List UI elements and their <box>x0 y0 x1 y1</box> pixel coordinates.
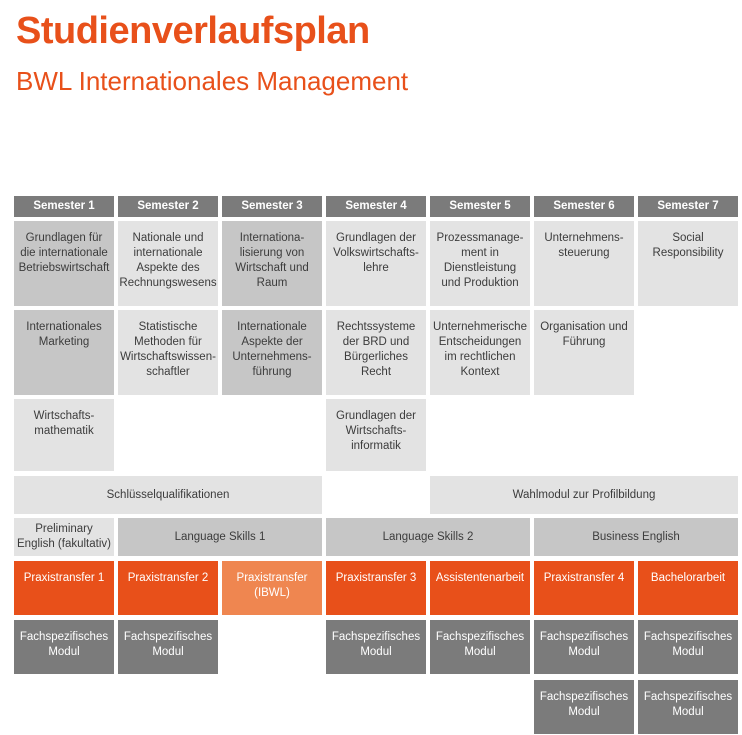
module-fachspezifisch-s4: Fachspezifisches Modul <box>326 620 426 674</box>
module-fachspezifisch-s7-b: Fachspezifisches Modul <box>638 680 738 734</box>
module-bachelorarbeit: Bachelorarbeit <box>638 561 738 615</box>
module-fachspezifisch-s2: Fachspezifisches Modul <box>118 620 218 674</box>
semester-header-5: Semester 5 <box>430 196 530 217</box>
module-wirtschaftsmathematik: Wirtschafts- mathematik <box>14 399 114 471</box>
module-volkswirtschaftslehre: Grundlagen der Volkswirtschafts- lehre <box>326 221 426 306</box>
module-internationalisierung: Internationa- lisierung von Wirtschaft u… <box>222 221 322 306</box>
module-praxistransfer-1: Praxistransfer 1 <box>14 561 114 615</box>
module-prozessmanagement: Prozessmanage- ment in Dienstleistung un… <box>430 221 530 306</box>
module-fachspezifisch-s6: Fachspezifisches Modul <box>534 620 634 674</box>
page-subtitle: BWL Internationales Management <box>16 66 409 96</box>
module-fachspezifisch-s7: Fachspezifisches Modul <box>638 620 738 674</box>
module-social-responsibility: Social Responsibility <box>638 221 738 306</box>
module-praxistransfer-2: Praxistransfer 2 <box>118 561 218 615</box>
semester-header-7: Semester 7 <box>638 196 738 217</box>
module-wahlmodul: Wahlmodul zur Profilbildung <box>430 476 738 514</box>
semester-header-1: Semester 1 <box>14 196 114 217</box>
module-unternehmenssteuerung: Unternehmens- steuerung <box>534 221 634 306</box>
semester-header-6: Semester 6 <box>534 196 634 217</box>
semester-header-4: Semester 4 <box>326 196 426 217</box>
module-organisation-fuehrung: Organisation und Führung <box>534 310 634 395</box>
module-praxistransfer-4: Praxistransfer 4 <box>534 561 634 615</box>
module-statistische-methoden: Statistische Methoden für Wirtschaftswis… <box>118 310 218 395</box>
module-praxistransfer-ibwl: Praxistransfer (IBWL) <box>222 561 322 615</box>
page-title: Studienverlaufsplan <box>16 10 370 52</box>
module-preliminary-english: Preliminary English (fakultativ) <box>14 518 114 556</box>
module-fachspezifisch-s1: Fachspezifisches Modul <box>14 620 114 674</box>
module-internationales-marketing: Internationales Marketing <box>14 310 114 395</box>
module-praxistransfer-3: Praxistransfer 3 <box>326 561 426 615</box>
module-fachspezifisch-s6-b: Fachspezifisches Modul <box>534 680 634 734</box>
module-business-english: Business English <box>534 518 738 556</box>
module-rechtssysteme: Rechtssysteme der BRD und Bürgerliches R… <box>326 310 426 395</box>
module-grundlagen-internationale-bw: Grundlagen für die internationale Betrie… <box>14 221 114 306</box>
module-assistentenarbeit: Assistentenarbeit <box>430 561 530 615</box>
module-schluesselqualifikationen: Schlüsselqualifikationen <box>14 476 322 514</box>
module-unternehmensfuehrung: Internationale Aspekte der Unternehmens-… <box>222 310 322 395</box>
module-rechnungswesen: Nationale und internationale Aspekte des… <box>118 221 218 306</box>
module-wirtschaftsinformatik: Grundlagen der Wirtschafts- informatik <box>326 399 426 471</box>
module-language-skills-1: Language Skills 1 <box>118 518 322 556</box>
module-unternehmerische-entscheidungen: Unternehmerische Entscheidungen im recht… <box>430 310 530 395</box>
semester-header-2: Semester 2 <box>118 196 218 217</box>
semester-header-3: Semester 3 <box>222 196 322 217</box>
module-language-skills-2: Language Skills 2 <box>326 518 530 556</box>
module-fachspezifisch-s5: Fachspezifisches Modul <box>430 620 530 674</box>
